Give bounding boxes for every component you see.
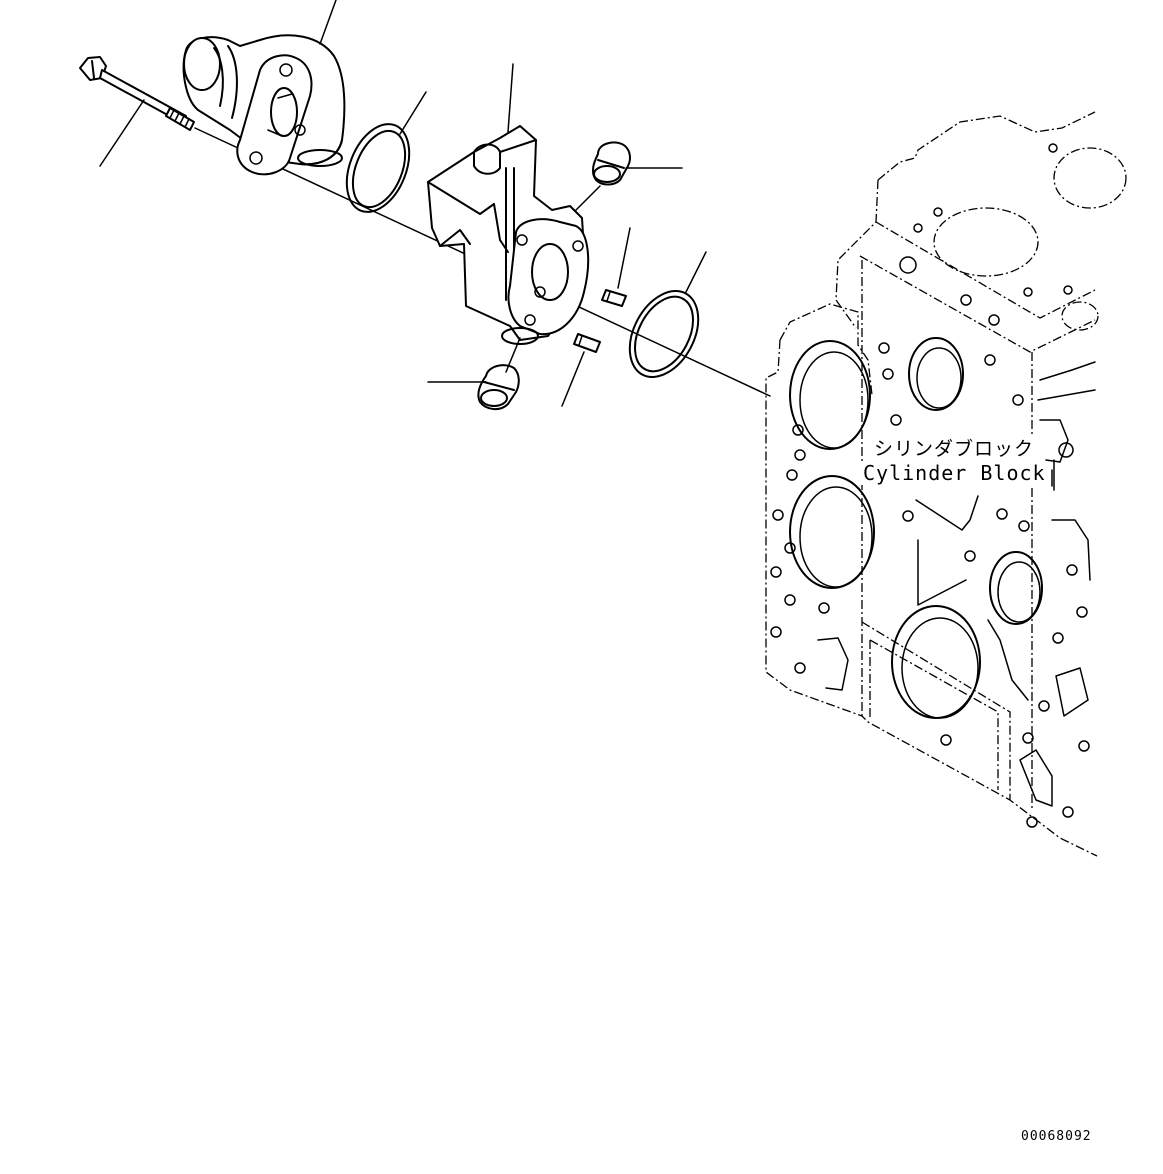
dowel-pin-lower: [573, 333, 601, 353]
cylinder-block: [765, 111, 1127, 857]
plug-upper: [591, 141, 631, 186]
water-outlet-elbow: [182, 34, 346, 176]
drawing-number: 00068092: [1021, 1129, 1092, 1144]
thermostat-housing: [427, 125, 590, 345]
leader-bolt: [99, 99, 145, 167]
o-ring-1: [345, 123, 411, 213]
leader-dowel-lower: [561, 351, 585, 407]
plug-lower: [477, 364, 520, 410]
cylinder-block-label-jp: シリンダブロック: [872, 434, 1037, 461]
leader-o-ring-2: [685, 251, 707, 293]
leader-plug-upper-to-housing: [575, 185, 601, 211]
dowel-pin-upper: [601, 289, 627, 307]
leader-o-ring-1: [399, 91, 427, 135]
cylinder-block-label-en: Cylinder Block: [861, 461, 1048, 485]
leader-elbow: [319, 0, 337, 45]
leader-lines: [99, 0, 1053, 487]
flange-bolt: [79, 56, 195, 131]
leader-dowel-upper: [617, 227, 631, 289]
leader-plug-lower-to-housing: [505, 337, 521, 373]
leader-housing: [507, 63, 514, 133]
o-ring-2: [628, 290, 700, 378]
